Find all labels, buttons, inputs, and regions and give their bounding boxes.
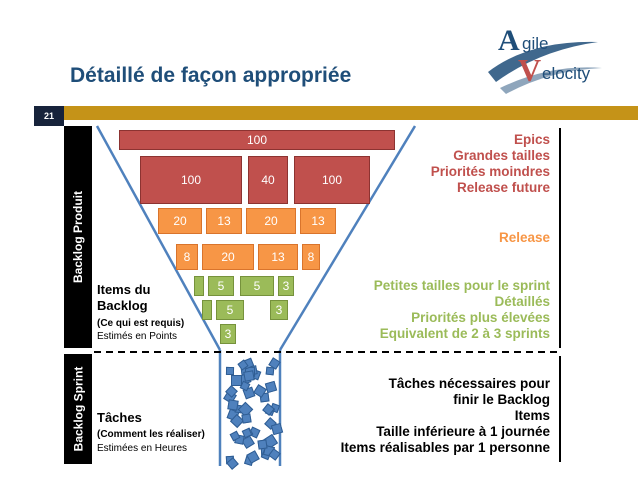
release-item-box: 20 [246,208,296,234]
tasks-line: Items réalisables par 1 personne [340,440,550,455]
sprint-line: Petites tailles pour le sprint [373,278,550,293]
sprint-item-box: 5 [216,300,244,320]
items-backlog-subtitle: (Ce qui est requis) [97,318,185,329]
sprint-item-box: 3 [278,276,294,296]
sprint-item-box: 5 [208,276,234,296]
sprint-item-box [194,276,204,296]
sprint-backlog-sidebar: Backlog Sprint [64,354,92,464]
release-item-box: 13 [300,208,336,234]
epic-box: 100 [294,156,370,204]
release-item-box: 8 [176,244,198,270]
tasks-line: Items [514,408,550,423]
logo-word-agile: gile [522,34,549,53]
logo-letter-a: A [498,24,520,57]
tasks-line: Taille inférieure à 1 journée [376,424,550,439]
slide-number: 21 [34,106,64,126]
tasks-line: finir le Backlog [453,392,550,407]
tasks-subtitle: (Comment les réaliser) [97,429,205,440]
release-item-box: 13 [206,208,242,234]
epics-line: Epics [513,132,550,147]
sprint-item-box: 3 [220,324,236,344]
task-square [230,375,242,387]
slide-title: Détaillé de façon appropriée [70,64,352,87]
task-square [225,366,234,375]
task-square [241,413,252,424]
release-item-box: 8 [302,244,320,270]
sprint-item-box [202,300,212,320]
sprint-description: Petites tailles pour le sprint Détaillés… [374,278,550,342]
funnel-left-edge [95,125,222,351]
tasks-description: Tâches nécessaires pour finir le Backlog… [341,376,550,456]
epic-box: 100 [119,130,395,150]
agile-velocity-logo: A gile V elocity [480,20,610,100]
release-item-box: 20 [158,208,202,234]
epic-box: 100 [140,156,242,204]
epics-line: Grandes tailles [453,148,550,163]
items-backlog-estimate: Estimés en Points [97,331,178,342]
logo-letter-v: V [518,52,542,88]
product-backlog-sidebar: Backlog Produit [64,126,92,348]
epics-line: Release future [456,180,550,195]
logo-word-velocity: elocity [542,64,591,83]
tasks-estimate: Estimées en Heures [97,443,188,454]
tasks-line: Tâches nécessaires pour [388,376,550,391]
task-square [265,366,275,375]
sprint-item-box: 5 [240,276,274,296]
sprint-line: Détaillés [494,294,550,309]
release-line: Release [498,230,550,245]
sprint-item-box: 3 [270,300,288,320]
tasks-title: Tâches [97,410,142,425]
task-square [243,369,255,382]
release-item-box: 20 [202,244,254,270]
header-bar [64,106,638,120]
epic-box: 40 [248,156,288,204]
logo-swoosh-icon [488,41,602,94]
task-square [227,399,239,411]
items-backlog-title-line2: Backlog [97,298,148,313]
release-item-box: 13 [258,244,298,270]
epics-description: Epics Grandes tailles Priorités moindres… [431,132,550,196]
epics-line: Priorités moindres [430,164,550,179]
task-square [257,439,268,450]
release-description: Release [499,230,550,246]
items-backlog-title-line1: Items du [97,282,151,297]
sprint-line: Priorités plus élevées [411,310,550,325]
funnel-right-edge [278,125,417,351]
sprint-line: Equivalent de 2 à 3 sprints [379,326,550,341]
